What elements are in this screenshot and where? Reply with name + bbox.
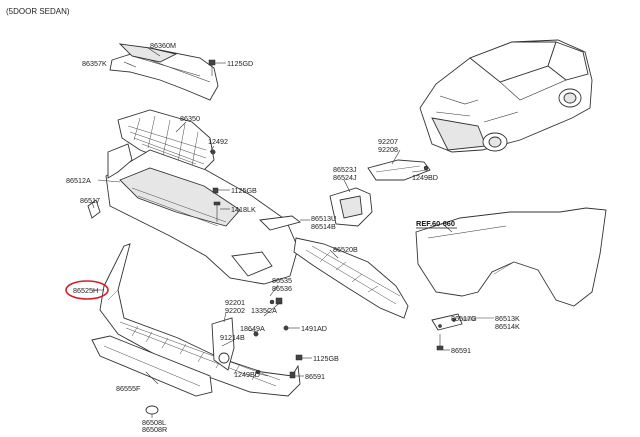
nut-86535 [269, 299, 275, 305]
bracket-92201 [211, 317, 235, 371]
label-86525H: 86525H [73, 286, 98, 295]
fender-bracket [431, 313, 463, 351]
label-86514B: 86514B [311, 222, 336, 231]
bolt-1125GB-upper [212, 187, 219, 194]
radiator-grille [117, 109, 215, 171]
label-1418LK: 1418LK [231, 205, 256, 214]
bolt-1125GB-lower [295, 354, 303, 361]
fog-lamp-cover [329, 187, 373, 227]
label-86591-lower: 86591 [305, 372, 325, 381]
label-86535: 86535 [272, 276, 292, 285]
bracket-86517-left [87, 199, 101, 219]
bolt-86591-lower [289, 371, 296, 379]
vehicle-illustration [419, 39, 593, 153]
bolt-1125GD [208, 59, 216, 76]
label-1249BD-upper: 1249BD [412, 173, 438, 182]
energy-absorber [293, 237, 409, 319]
label-86517G: 86517G [451, 314, 477, 323]
label-86357K: 86357K [82, 59, 107, 68]
label-86360M: 86360M [150, 41, 176, 50]
label-18649A: 18649A [240, 324, 265, 333]
label-1335CA: 1335CA [251, 306, 277, 315]
bolt-1249BD-lower [255, 369, 261, 375]
clip-12492 [210, 149, 216, 155]
highlight-circle [65, 280, 109, 300]
fender-panel [415, 207, 607, 307]
label-1125GB-lower: 1125GB [313, 354, 339, 363]
label-12492: 12492 [208, 137, 228, 146]
label-86591-fender: 86591 [451, 346, 471, 355]
label-92208: 92208 [378, 145, 398, 154]
label-86520B: 86520B [333, 245, 358, 254]
variant-caption: (5DOOR SEDAN) [6, 7, 70, 16]
label-86508R: 86508R [142, 425, 167, 434]
label-1125GB-upper: 1125GB [231, 186, 257, 195]
label-86523J: 86523J [333, 165, 357, 174]
label-92207: 92207 [378, 137, 398, 146]
label-86513U: 86513U [311, 214, 336, 223]
bolt-1418LK [213, 201, 221, 222]
label-92201: 92201 [225, 298, 245, 307]
lower-lip-spoiler [91, 335, 213, 397]
label-86514K: 86514K [495, 322, 520, 331]
clip-1491AD [283, 325, 289, 331]
label-86555F: 86555F [116, 384, 141, 393]
front-bumper-upper [105, 143, 299, 285]
label-86350: 86350 [180, 114, 200, 123]
label-86517-left: 86517 [80, 196, 100, 205]
label-86536: 86536 [272, 284, 292, 293]
label-86512A: 86512A [66, 176, 91, 185]
reference-label: REF.60-660 [416, 219, 455, 228]
label-92202: 92202 [225, 306, 245, 315]
upper-grille-cover [109, 43, 219, 101]
tow-hook-cover [145, 405, 159, 415]
label-91214B: 91214B [220, 333, 245, 342]
label-86513K: 86513K [495, 314, 520, 323]
fog-lamp-bracket [367, 159, 431, 181]
label-1249BD-lower: 1249BD [234, 370, 260, 379]
side-bracket-86513U [259, 215, 302, 231]
label-1125GD: 1125GD [227, 59, 253, 68]
bolt-1335CA [275, 297, 283, 305]
label-86508L: 86508L [142, 418, 166, 427]
leader-lines [91, 47, 494, 418]
label-1491AD: 1491AD [301, 324, 327, 333]
label-86524J: 86524J [333, 173, 357, 182]
